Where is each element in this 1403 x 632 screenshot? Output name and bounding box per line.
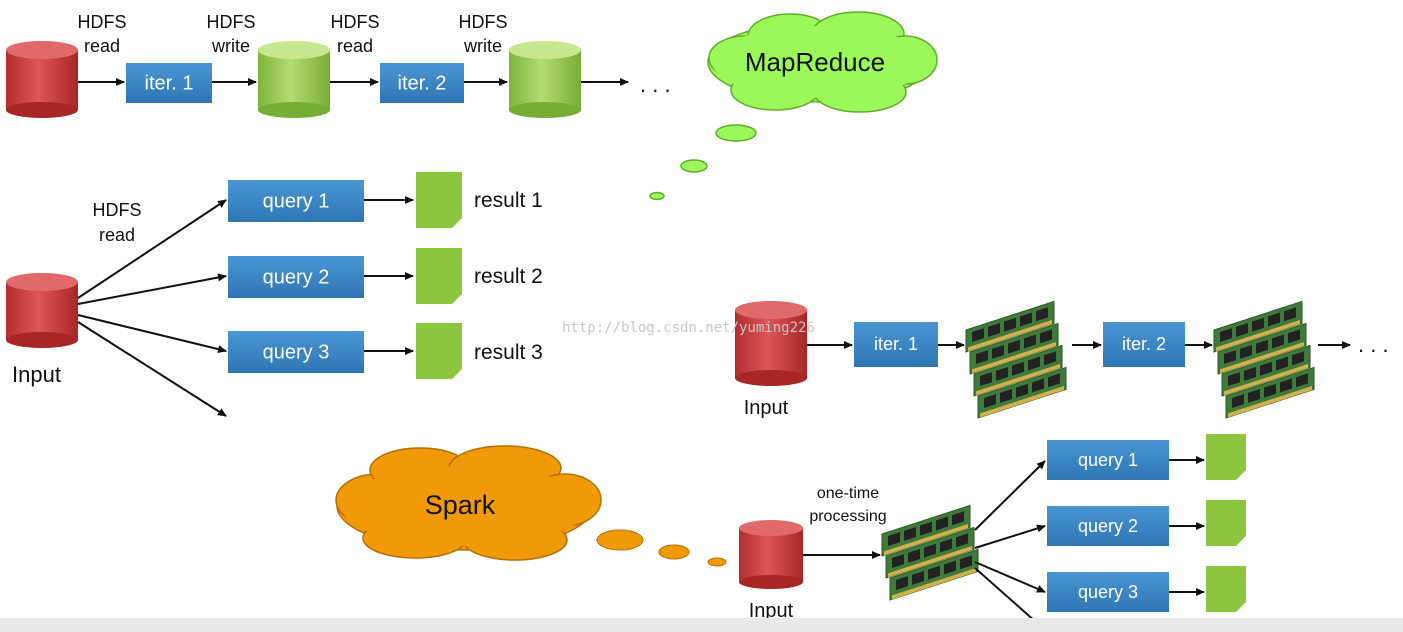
- iter-2-box: [380, 63, 464, 103]
- hdfs-intermediate-disk-icon: [258, 41, 330, 118]
- spark-iter-1-label: iter. 1: [874, 334, 918, 354]
- spark-query-2-box: [1047, 506, 1169, 546]
- spark-iter-input-disk-icon: [735, 301, 807, 386]
- spark-result-3-doc-icon: [1206, 566, 1246, 612]
- hdfs-write-label-1b: write: [211, 36, 250, 56]
- mr-ellipsis: . . .: [640, 72, 671, 97]
- mr-query-3-label: query 3: [263, 341, 330, 363]
- mr-query-section: Input HDFS read query 1 query 2 query 3 …: [6, 172, 543, 417]
- spark-query-section: Input one-time processing query 1 query …: [739, 434, 1246, 631]
- hdfs-read-label-1a: HDFS: [78, 12, 127, 32]
- hdfs-write-label-2a: HDFS: [459, 12, 508, 32]
- hdfs-read-label-2b: read: [337, 36, 373, 56]
- mapreduce-thought-cloud: MapReduce: [649, 11, 938, 201]
- hdfs-write-label-2b: write: [463, 36, 502, 56]
- spark-iteration-chain: Input iter. 1 iter. 2 . . .: [735, 300, 1389, 419]
- hdfs-read-label-2a: HDFS: [331, 12, 380, 32]
- hdfs-read-q-label-a: HDFS: [93, 200, 142, 220]
- mr-query-2-box: [228, 256, 364, 298]
- hdfs-write-label-1a: HDFS: [207, 12, 256, 32]
- spark-iter-2-label: iter. 2: [1122, 334, 1166, 354]
- spark-thought-cloud: Spark: [335, 445, 727, 567]
- watermark: http://blog.csdn.net/yuming226: [562, 320, 815, 336]
- mr-result-1-doc-icon: [416, 172, 462, 228]
- mapreduce-cloud-label: MapReduce: [745, 47, 885, 77]
- spark-query-ram-icon: [881, 504, 979, 601]
- spark-ram-2-icon: [1213, 300, 1315, 419]
- spark-query-1-label: query 1: [1078, 450, 1138, 470]
- one-time-label-b: processing: [809, 508, 886, 525]
- spark-query-3-box: [1047, 572, 1169, 612]
- mr-iteration-chain: iter. 1 iter. 2 . . . HDFS read HDFS wri…: [6, 12, 671, 118]
- mr-query-input-disk-icon: [6, 273, 78, 348]
- hdfs-output-disk-icon: [509, 41, 581, 118]
- spark-query-3-label: query 3: [1078, 582, 1138, 602]
- spark-cloud-label: Spark: [425, 490, 496, 520]
- spark-query-1-box: [1047, 440, 1169, 480]
- iter-1-label: iter. 1: [145, 72, 194, 94]
- spark-query-2-label: query 2: [1078, 516, 1138, 536]
- mr-result-2-label: result 2: [474, 265, 543, 288]
- mr-input-label: Input: [12, 362, 61, 387]
- spark-ellipsis: . . .: [1358, 332, 1389, 357]
- hdfs-read-q-label-b: read: [99, 225, 135, 245]
- mr-query-3-box: [228, 331, 364, 373]
- iter-2-label: iter. 2: [398, 72, 447, 94]
- spark-result-1-doc-icon: [1206, 434, 1246, 480]
- hdfs-input-disk-icon: [6, 41, 78, 118]
- mr-result-3-label: result 3: [474, 341, 543, 364]
- mr-query-1-label: query 1: [263, 190, 330, 212]
- one-time-label-a: one-time: [817, 485, 879, 502]
- iter-1-box: [126, 63, 212, 103]
- spark-result-2-doc-icon: [1206, 500, 1246, 546]
- mr-result-3-doc-icon: [416, 323, 462, 379]
- spark-ram-1-icon: [965, 300, 1067, 419]
- mr-result-1-label: result 1: [474, 189, 543, 212]
- mr-result-2-doc-icon: [416, 248, 462, 304]
- spark-iter-input-label: Input: [744, 397, 789, 419]
- spark-query-input-disk-icon: [739, 520, 803, 589]
- spark-query-input-label: Input: [749, 600, 794, 622]
- mr-query-1-box: [228, 180, 364, 222]
- mr-query-2-label: query 2: [263, 266, 330, 288]
- bottom-bar: [0, 618, 1403, 632]
- hdfs-read-label-1b: read: [84, 36, 120, 56]
- spark-iter-1-box: [854, 322, 938, 367]
- spark-iter-2-box: [1103, 322, 1185, 367]
